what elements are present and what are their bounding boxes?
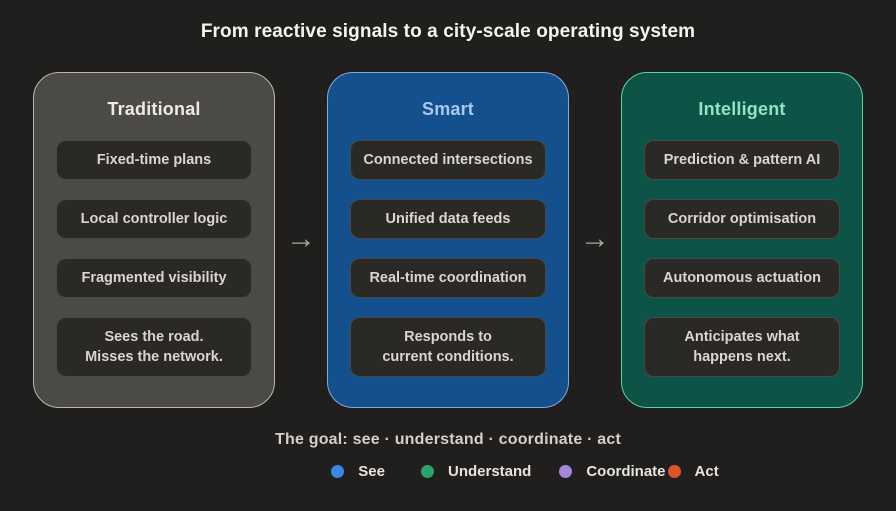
- arrow-right-icon: →: [286, 222, 316, 255]
- legend-label-act: Act: [694, 463, 719, 480]
- legend-dot-act-icon: [667, 465, 681, 478]
- panel-item: Corridor optimisation: [644, 199, 840, 239]
- panel-smart: Smart Connected intersections Unified da…: [327, 72, 569, 408]
- legend-dot-see-icon: [331, 465, 345, 478]
- panel-item: Unified data feeds: [350, 199, 546, 239]
- panel-item: Responds to current conditions.: [350, 317, 546, 377]
- panel-smart-header: Smart: [421, 99, 475, 119]
- panel-item: Anticipates what happens next.: [644, 317, 840, 377]
- legend-label-coordinate: Coordinate: [586, 463, 666, 480]
- panel-item: Real-time coordination: [350, 258, 546, 298]
- panel-traditional: Traditional Fixed-time plans Local contr…: [33, 72, 275, 408]
- panel-item: Sees the road. Misses the network.: [56, 317, 252, 377]
- legend-item-see: See: [331, 463, 385, 480]
- arrow-right-icon: →: [580, 222, 610, 255]
- panel-intelligent-header: Intelligent: [698, 99, 786, 119]
- legend-item-coordinate: Coordinate: [559, 463, 666, 480]
- legend-item-understand: Understand: [421, 463, 531, 480]
- page-title: From reactive signals to a city-scale op…: [200, 21, 696, 42]
- panel-intelligent: Intelligent Prediction & pattern AI Corr…: [621, 72, 863, 408]
- legend-label-see: See: [358, 463, 385, 480]
- goal-line: The goal: see · understand · coordinate …: [275, 431, 621, 448]
- legend-item-act: Act: [667, 463, 719, 480]
- panel-item: Prediction & pattern AI: [644, 140, 840, 180]
- panel-traditional-header: Traditional: [107, 99, 201, 119]
- panel-item: Local controller logic: [56, 199, 252, 239]
- infographic: From reactive signals to a city-scale op…: [0, 21, 896, 511]
- panel-item: Autonomous actuation: [644, 258, 840, 298]
- panel-item: Fixed-time plans: [56, 140, 252, 180]
- panels-row: Traditional Fixed-time plans Local contr…: [0, 72, 896, 408]
- legend-inner: See Understand Coordinate Act: [331, 463, 719, 480]
- legend: See Understand Coordinate Act: [0, 463, 896, 480]
- panel-item: Fragmented visibility: [56, 258, 252, 298]
- panel-item: Connected intersections: [350, 140, 546, 180]
- legend-dot-coordinate-icon: [559, 465, 573, 478]
- legend-label-understand: Understand: [448, 463, 532, 480]
- legend-dot-understand-icon: [421, 465, 434, 478]
